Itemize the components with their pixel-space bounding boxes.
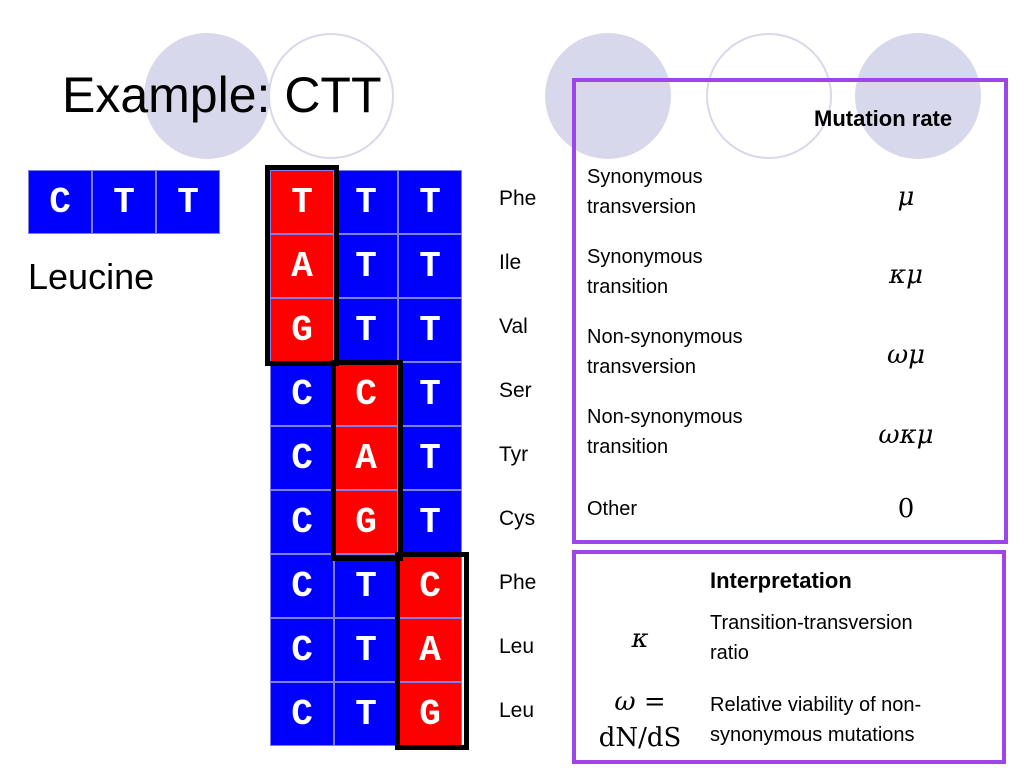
mutated-base-cell: C (398, 554, 462, 618)
amino-acid-label: Tyr (499, 443, 529, 466)
mutated-base-cell: G (398, 682, 462, 746)
mutation-rate-value: ωκμ (878, 420, 934, 450)
amino-acid-label: Ile (499, 251, 522, 274)
mutated-base-cell: C (334, 362, 398, 426)
mutated-base-cell: A (334, 426, 398, 490)
mutated-base-cell: A (398, 618, 462, 682)
mutated-base-cell: G (270, 298, 334, 362)
amino-acid-label: Val (499, 315, 528, 338)
mutation-rate-header: Mutation rate (814, 106, 953, 131)
base-cell: T (334, 682, 398, 746)
page-title: Example: CTT (62, 67, 382, 123)
mutation-rate-value: μ (897, 182, 915, 212)
base-cell: T (334, 170, 398, 234)
base-cell: C (270, 490, 334, 554)
base-cell: T (398, 298, 462, 362)
mutated-base-cell: A (270, 234, 334, 298)
base-cell: C (270, 618, 334, 682)
amino-acid-label: Leu (499, 635, 535, 658)
base-cell: T (398, 362, 462, 426)
base-cell: T (334, 298, 398, 362)
mutated-base-cell: T (270, 170, 334, 234)
mutation-rate-value: 0 (897, 494, 915, 524)
base-cell: C (270, 682, 334, 746)
mutation-type-label: Other (587, 498, 638, 520)
base-cell: T (398, 170, 462, 234)
mutation-rate-value: κμ (889, 260, 923, 290)
interpretation-table: Interpretation κ Transition-transversion… (572, 550, 1006, 764)
base-cell: C (270, 362, 334, 426)
original-base: C (28, 170, 92, 234)
base-cell: T (334, 618, 398, 682)
mutation-rate-value: ωμ (886, 340, 926, 370)
original-amino-acid: Leucine (28, 256, 155, 297)
amino-acid-label: Leu (499, 699, 535, 722)
decor-circle (855, 33, 981, 159)
amino-acid-label: Ser (499, 379, 532, 402)
original-base: T (156, 170, 220, 234)
base-cell: T (334, 234, 398, 298)
amino-acid-label: Cys (499, 507, 536, 530)
decor-circle (268, 33, 394, 159)
original-base: T (92, 170, 156, 234)
interpretation-symbol: ω = dN/dS (598, 687, 682, 753)
interpretation-text: Relative viability of non-synonymous mut… (710, 694, 922, 746)
base-cell: C (270, 554, 334, 618)
decor-circle (144, 33, 270, 159)
base-cell: T (398, 234, 462, 298)
base-cell: T (398, 490, 462, 554)
interpretation-symbol: κ (631, 624, 649, 654)
decor-circle (706, 33, 832, 159)
amino-acid-label: Phe (499, 187, 537, 210)
mutated-base-cell: G (334, 490, 398, 554)
base-cell: T (334, 554, 398, 618)
decor-circle (545, 33, 671, 159)
base-cell: C (270, 426, 334, 490)
interpretation-header: Interpretation (710, 568, 852, 593)
base-cell: T (398, 426, 462, 490)
amino-acid-label: Phe (499, 571, 537, 594)
